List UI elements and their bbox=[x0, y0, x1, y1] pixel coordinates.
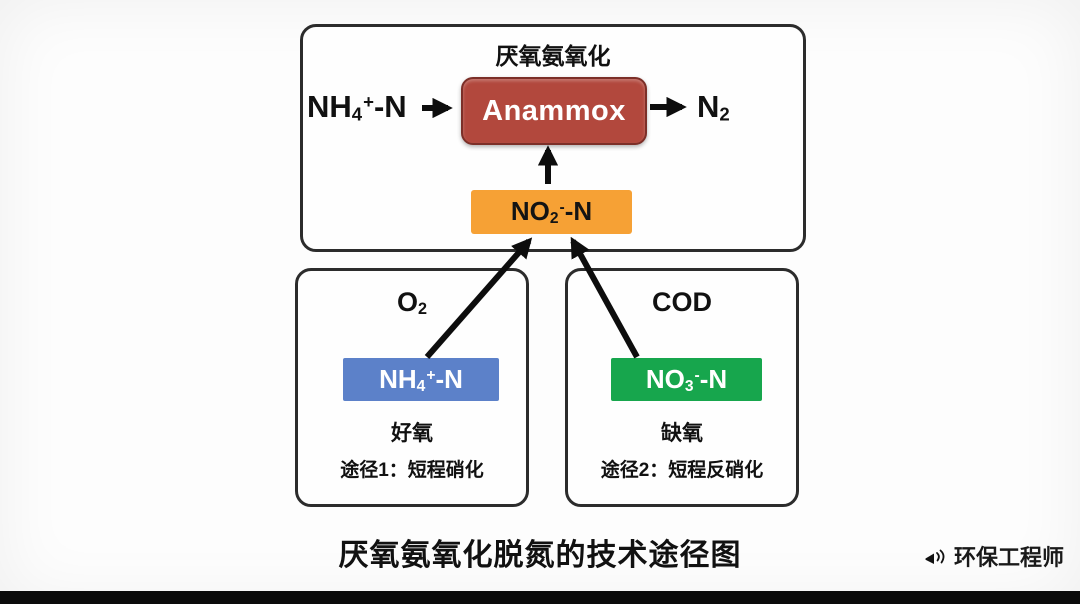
formula-superscript: + bbox=[426, 366, 436, 384]
ammonium-input-formula: NH4+-N bbox=[307, 89, 407, 125]
cod-label: COD bbox=[652, 287, 712, 317]
megaphone-horn bbox=[925, 553, 934, 564]
nitrite-box: NO2--N bbox=[471, 190, 632, 234]
nitrogen-gas-formula: N2 bbox=[697, 89, 730, 125]
aerobic-condition-label: 好氧 bbox=[391, 422, 433, 445]
formula-superscript: - bbox=[559, 199, 565, 217]
formula-suffix: -N bbox=[564, 196, 593, 227]
formula-base: O bbox=[396, 287, 418, 317]
pathway2-panel: COD NO3--N 缺氧 途径2：短程反硝化 bbox=[565, 268, 799, 507]
diagram-caption: 厌氧氨氧化脱氮的技术途径图 bbox=[338, 539, 742, 572]
sound-wave-small bbox=[936, 552, 940, 562]
formula-subscript: 2 bbox=[418, 299, 428, 318]
formula-base: NH bbox=[379, 363, 417, 394]
anammox-reactor-box: Anammox bbox=[461, 77, 647, 145]
formula-suffix: -N bbox=[435, 363, 463, 394]
formula-base: NO bbox=[645, 363, 685, 394]
megaphone-icon bbox=[925, 549, 945, 564]
formula-subscript: 2 bbox=[719, 103, 730, 125]
oxygen-label: O2 bbox=[298, 287, 526, 319]
formula-subscript: 4 bbox=[351, 103, 363, 125]
sound-wave-large bbox=[939, 549, 945, 564]
bottom-bar bbox=[0, 591, 1080, 604]
formula-superscript: - bbox=[694, 366, 700, 384]
ammonium-formula: NH4+-N bbox=[379, 364, 463, 396]
watermark: 环保工程师 bbox=[922, 540, 1064, 572]
nitrite-formula: NO2--N bbox=[511, 196, 592, 228]
formula-base: NH bbox=[307, 89, 352, 124]
anoxic-condition-label: 缺氧 bbox=[661, 422, 703, 445]
formula-superscript: + bbox=[363, 90, 374, 112]
formula-subscript: 3 bbox=[684, 377, 694, 395]
nitrate-box: NO3--N bbox=[611, 358, 762, 401]
formula-suffix: -N bbox=[699, 363, 728, 394]
formula-base: N bbox=[697, 89, 720, 124]
formula-subscript: 4 bbox=[416, 377, 426, 395]
top-panel-title: 厌氧氨氧化 bbox=[495, 43, 611, 69]
nitrate-formula: NO3--N bbox=[646, 364, 727, 396]
ammonium-box: NH4+-N bbox=[343, 358, 499, 401]
pathway2-label: 途径2：短程反硝化 bbox=[600, 460, 764, 481]
pathway1-label: 途径1：短程硝化 bbox=[340, 460, 484, 481]
formula-suffix: -N bbox=[373, 89, 407, 124]
watermark-label: 环保工程师 bbox=[953, 545, 1064, 570]
pathway1-panel: O2 NH4+-N 好氧 途径1：短程硝化 bbox=[295, 268, 529, 507]
oxygen-formula: O2 bbox=[396, 287, 428, 318]
anammox-label: Anammox bbox=[482, 94, 626, 127]
anammox-process-panel: 厌氧氨氧化 NH4+-N Anammox N2 NO2--N bbox=[300, 24, 806, 252]
formula-subscript: 2 bbox=[549, 209, 559, 227]
formula-base: NO bbox=[510, 196, 550, 227]
